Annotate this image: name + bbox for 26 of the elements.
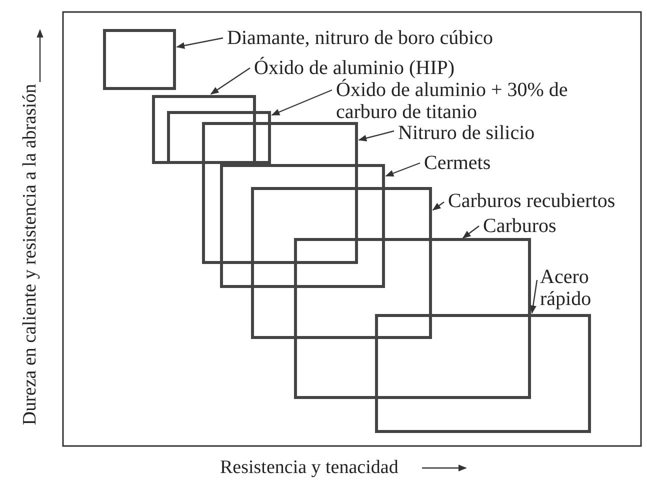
axis-label: Resistencia y tenacidad	[220, 457, 398, 479]
material-label: Carburos	[483, 215, 556, 237]
leader-line	[432, 202, 444, 210]
property-range-box	[103, 29, 176, 90]
property-range-box	[220, 164, 385, 288]
material-label: Carburos recubiertos	[448, 190, 616, 212]
axis-label: Dureza en caliente y resistencia a la abrasión	[20, 82, 40, 428]
leader-line	[385, 162, 420, 177]
material-label: Diamante, nitruro de boro cúbico	[227, 27, 494, 49]
leader-line	[462, 226, 480, 238]
property-range-box	[202, 122, 358, 264]
property-range-box	[251, 187, 432, 339]
leader-line	[358, 130, 394, 142]
leader-line	[271, 89, 332, 116]
property-range-box	[375, 314, 591, 433]
leader-line	[210, 68, 250, 94]
material-label: Cermets	[424, 152, 491, 174]
material-label: Óxido de aluminio + 30% de carburo de titanio	[336, 79, 588, 123]
property-range-box	[294, 238, 531, 399]
leader-line	[530, 280, 538, 314]
material-label: Nitruro de silicio	[398, 122, 535, 144]
material-label: Acero rápido	[540, 266, 602, 310]
property-range-box	[167, 111, 271, 164]
property-range-box	[152, 95, 256, 164]
leader-line	[176, 37, 224, 49]
material-label: Óxido de aluminio (HIP)	[254, 57, 455, 79]
